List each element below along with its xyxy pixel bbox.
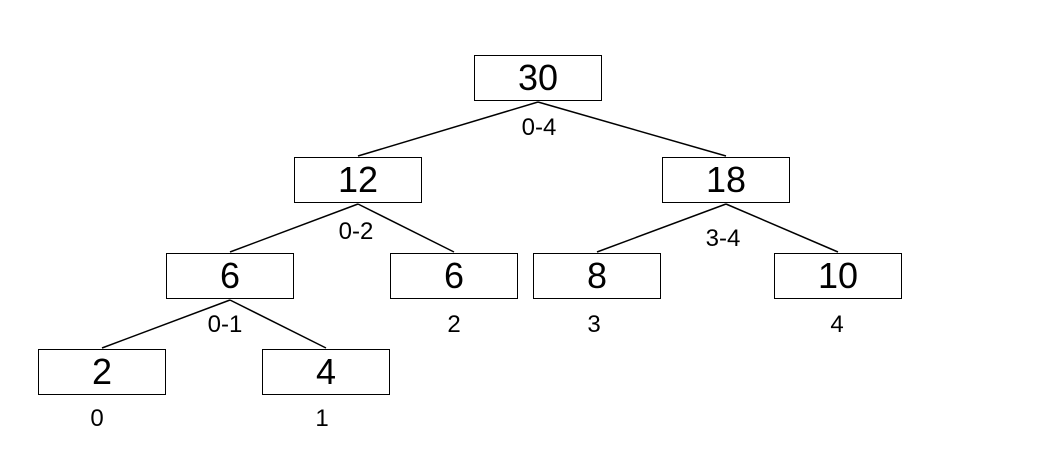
edge-left-left-leaf-0 [101,299,231,349]
edge-left-left-right [357,203,455,253]
range-label-right-right: 4 [830,311,844,338]
edge-left-left-left [229,203,359,253]
node-right: 18 [662,157,790,203]
node-right-right: 10 [774,253,902,299]
range-label-right-left: 3 [587,311,601,338]
range-label-leaf-1: 1 [315,405,329,432]
range-label-left-left: 0-1 [207,311,243,338]
node-left: 12 [294,157,422,203]
edge-root-right [537,101,727,157]
edge-right-right-left [596,203,727,253]
edge-right-right-right [725,203,839,253]
range-label-right: 3-4 [705,225,741,252]
node-left-right: 6 [390,253,518,299]
edge-left-left-leaf-1 [229,299,327,349]
node-left-left: 6 [166,253,294,299]
range-label-left: 0-2 [338,218,374,245]
node-leaf-0: 2 [38,349,166,395]
node-right-left: 8 [533,253,661,299]
node-leaf-1: 4 [262,349,390,395]
range-label-root: 0-4 [521,114,557,141]
range-label-left-right: 2 [447,311,461,338]
node-root: 30 [474,55,602,101]
edge-root-left [357,101,539,157]
range-label-leaf-0: 0 [90,405,104,432]
